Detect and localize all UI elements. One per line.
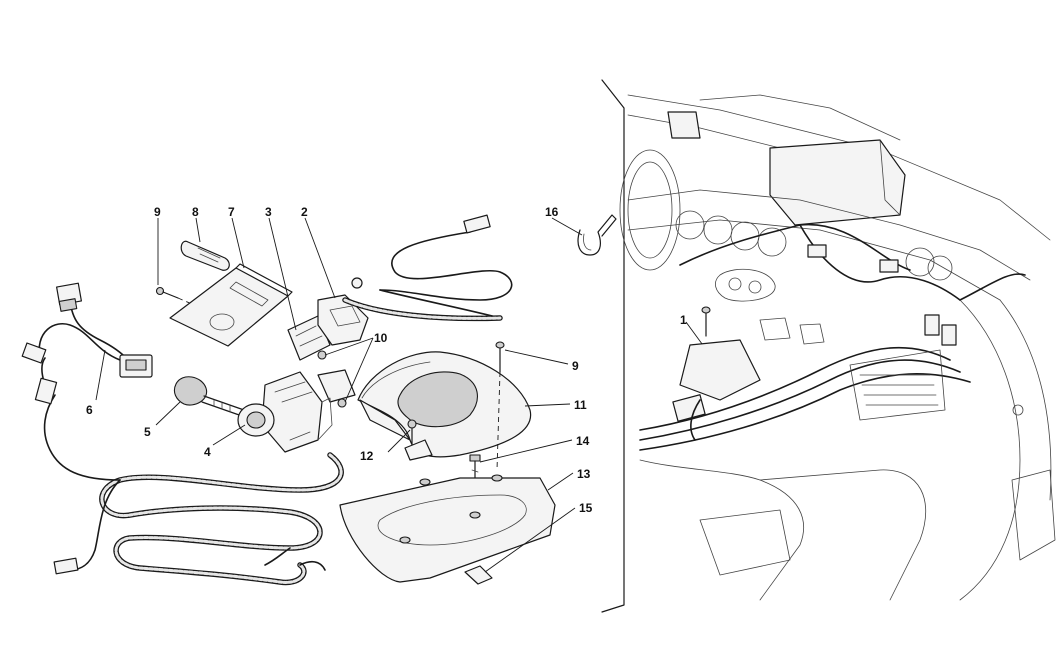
part-5-key (173, 376, 245, 417)
part-2-cover (317, 294, 369, 346)
part-7-bezel (169, 263, 293, 347)
leader-lines (95, 217, 706, 573)
callout-9-lower: 9 (572, 359, 579, 373)
floor-grille-holes (859, 374, 939, 406)
part-6-sub-harness (21, 282, 153, 575)
callout-11: 11 (574, 398, 587, 412)
callout-13: 13 (577, 467, 591, 481)
callout-16: 16 (545, 205, 559, 219)
part-15-clip (464, 565, 493, 585)
callout-6: 6 (86, 403, 93, 417)
part-10-screws (317, 350, 356, 408)
callout-4: 4 (204, 445, 211, 459)
part-12-screw (404, 419, 433, 461)
callout-5: 5 (144, 425, 151, 439)
wiring-harness (43, 394, 344, 586)
callout-14: 14 (576, 434, 590, 448)
part-13-base-bracket (339, 474, 556, 583)
callout-2: 2 (301, 205, 308, 219)
part-9-screw-lower (495, 341, 505, 471)
ground-lead (342, 214, 513, 322)
view-divider (601, 79, 625, 613)
part-4-ignition-switch (237, 371, 333, 453)
callout-1: 1 (680, 313, 687, 327)
callout-7: 7 (228, 205, 235, 219)
callout-12: 12 (360, 449, 374, 463)
vehicle-interior-view (619, 94, 1056, 601)
part-16-cable-tie (577, 214, 617, 256)
callout-labels: 16 9 8 7 3 2 10 9 11 14 13 15 12 6 5 4 1 (86, 205, 687, 515)
part-8-badge (180, 240, 230, 271)
callout-8: 8 (192, 205, 199, 219)
callout-3: 3 (265, 205, 272, 219)
part-11-console-shroud (357, 351, 532, 458)
callout-15: 15 (579, 501, 593, 515)
callout-9-upper: 9 (154, 205, 161, 219)
callout-10: 10 (374, 331, 388, 345)
